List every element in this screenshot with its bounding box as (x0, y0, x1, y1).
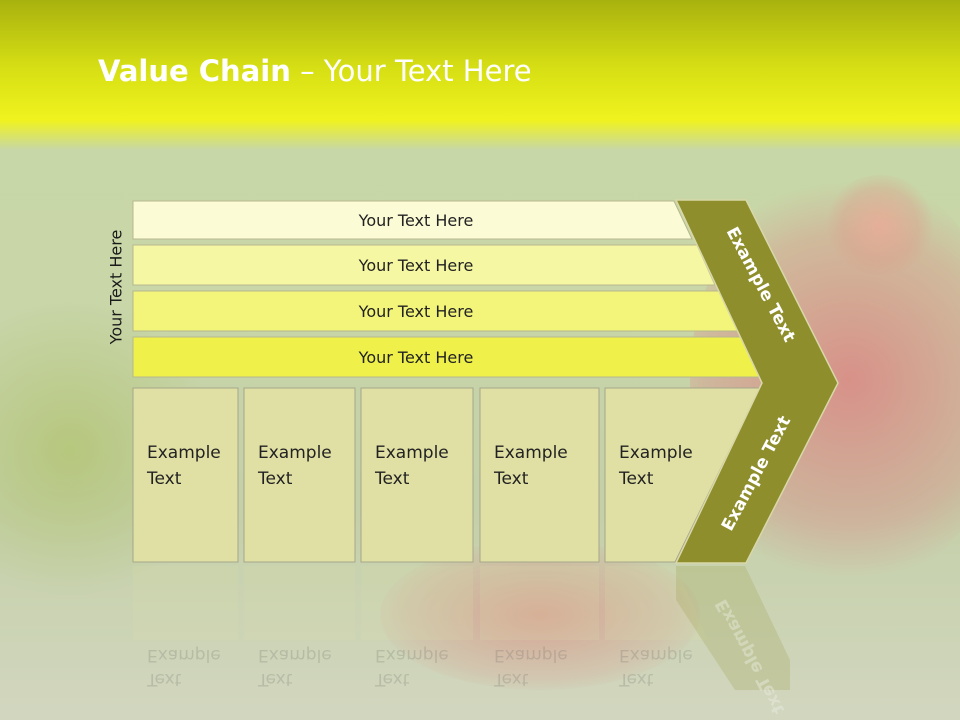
activity-column (243, 387, 356, 563)
activity-column-label: Example (619, 443, 693, 463)
value-bar (132, 244, 716, 286)
column-reflection-text: Text (374, 669, 410, 689)
value-bar (132, 200, 693, 240)
header-band (0, 0, 960, 150)
column-reflection (480, 566, 599, 640)
column-reflection-text: Text (493, 669, 529, 689)
slide-title: Value Chain – Your Text Here (98, 54, 532, 88)
activity-column-label: Text (146, 469, 182, 489)
column-reflection-text: Text (618, 669, 654, 689)
column-reflection (605, 566, 708, 640)
column-reflection-text: Example (375, 645, 449, 665)
column-reflection-text: Example (619, 645, 693, 665)
value-bar-label: Your Text Here (358, 256, 474, 275)
background-flower-2 (380, 540, 700, 690)
title-bold: Value Chain (98, 54, 291, 88)
column-reflection-text: Text (146, 669, 182, 689)
column-reflection-text: Example (258, 645, 332, 665)
chevron-arrow (674, 199, 839, 564)
activity-column-label: Example (375, 443, 449, 463)
column-reflection (133, 566, 238, 640)
background-flower-bud (825, 175, 935, 275)
activity-column-label: Text (493, 469, 529, 489)
activity-column (479, 387, 600, 563)
activity-column-label: Text (257, 469, 293, 489)
value-bar-label: Your Text Here (358, 211, 474, 230)
activity-column-label: Example (147, 443, 221, 463)
column-reflection-text: Text (257, 669, 293, 689)
column-reflection-text: Example (147, 645, 221, 665)
title-rest: – Your Text Here (290, 54, 532, 88)
activity-column-label: Text (374, 469, 410, 489)
activity-column (132, 387, 239, 563)
value-bar-label: Your Text Here (358, 348, 474, 367)
activity-column-label: Text (618, 469, 654, 489)
activity-column (604, 387, 761, 563)
arrow-reflection (676, 566, 790, 690)
activity-column-label: Example (258, 443, 332, 463)
column-reflection (361, 566, 473, 640)
column-reflection-text: Example (494, 645, 568, 665)
column-reflection (244, 566, 355, 640)
activity-column (360, 387, 474, 563)
value-bar-label: Your Text Here (358, 302, 474, 321)
activity-column-label: Example (494, 443, 568, 463)
